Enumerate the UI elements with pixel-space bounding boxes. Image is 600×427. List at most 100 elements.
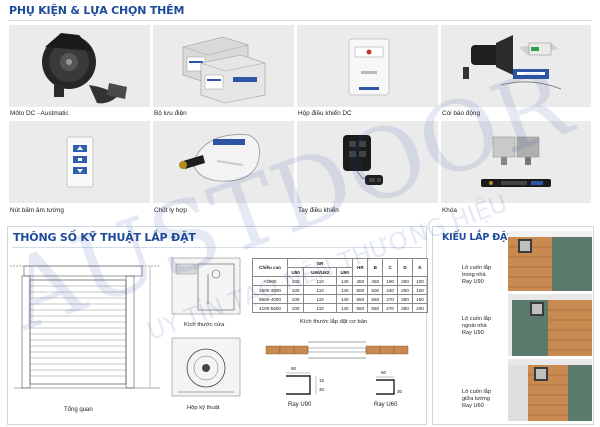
table-cell: 270 [382,294,399,304]
u60-dim-depth: 30 [397,389,403,394]
table-cell: 500 [367,285,384,295]
spec-header-height: Chiều cao [252,258,288,277]
caption-line: Lô cuốn lắp [462,389,491,395]
caption-line: Ray U90 [462,330,484,336]
table-cell: 200 [412,303,428,313]
table-cell: 260 [397,276,414,286]
tile-control-box[interactable] [297,25,438,107]
caption-dc-motor: Môto DC - Austmatic [10,110,69,117]
spec-header-c: C [382,258,399,277]
table-cell: 280 [397,294,414,304]
table-cell: <2500 [252,276,288,286]
table-cell: 3600-4000 [252,294,288,304]
tile-alarm[interactable] [441,25,591,107]
table-cell: 140 [336,294,354,304]
table-cell: 100 [412,285,428,295]
spec-header-u90: U90 [336,267,354,277]
overview-drawing [10,265,160,389]
rail-u90-profile [286,372,317,395]
table-cell: 140 [336,285,354,295]
caption-line: giữa tường [462,396,490,402]
accessories-divider [8,20,592,21]
table-cell: 2500-3500 [252,285,288,295]
table-cell: 500 [352,285,369,295]
dc-motor-icon [42,33,127,104]
tile-dc-motor[interactable] [9,25,150,107]
table-cell: 140 [336,276,354,286]
table-cell: 100 [286,294,305,304]
u90-caption: Ray U90 [288,402,312,408]
u90-dim-width: 90 [291,366,297,371]
caption-clutch-lock: Chốt ly hợp [154,207,187,214]
table-cell: 100 [286,303,305,313]
table-cell: 270 [382,303,399,313]
clutch-lock-icon [179,134,261,182]
door-size-drawing [171,257,241,315]
install-outside-drawing [508,294,592,356]
table-caption: Kích thước lắp đặt cơ bản [300,319,368,325]
rail-section-drawing [265,341,409,359]
table-cell: 190 [382,276,399,286]
tile-ups[interactable] [153,25,294,107]
table-cell: 4100-5500 [252,303,288,313]
spec-table: Chiều cao SR HR B C D K U50 U60/U62 U90 … [252,258,428,313]
table-cell: 110 [303,276,338,286]
overview-caption: Tổng quan [64,407,93,413]
table-cell: 550 [352,303,369,313]
install-midwall-drawing [508,359,592,421]
spec-header-sr: SR [286,258,354,268]
tile-lock[interactable] [441,121,591,203]
caption-line: Ray U60 [462,403,484,409]
spec-header-k: K [412,258,428,277]
table-cell: 550 [367,303,384,313]
caption-ups: Bộ lưu điện [154,110,187,117]
remote-control-icon [343,135,383,185]
table-cell: 550 [367,294,384,304]
specs-divider [12,247,422,248]
ups-box-icon [182,36,266,104]
caption-remote: Tay điều khiển [298,207,339,214]
alarm-siren-icon [463,35,562,90]
install-inside-caption: Lô cuốn lắp trong nhà Ray U90 [462,265,491,286]
spec-header-u60: U60/U62 [303,267,338,277]
table-cell: 110 [303,285,338,295]
u60-dim-width: 60 [381,370,387,375]
spec-header-u50: U50 [286,267,305,277]
caption-line: ngoài nhà [462,323,487,329]
u60-caption: Ray U60 [374,402,398,408]
tile-clutch-lock[interactable] [153,121,294,203]
lock-icon [481,136,551,187]
caption-control-box: Hộp điều khiển DC [298,110,352,117]
rail-u60-profile [376,376,395,395]
install-midwall-caption: Lô cuốn lắp giữa tường Ray U60 [462,389,491,410]
tile-remote[interactable] [297,121,438,203]
u90-dim-depth: 30 [319,387,325,392]
table-cell: 100 [412,276,428,286]
table-cell: 260 [397,285,414,295]
caption-line: Lô cuốn lắp [462,316,491,322]
accessories-title: PHỤ KIỆN & LỰA CHỌN THÊM [9,4,185,17]
table-cell: 280 [397,303,414,313]
caption-line: Lô cuốn lắp [462,265,491,271]
table-cell: 110 [303,294,338,304]
control-box-icon [348,38,390,96]
table-cell: 110 [303,303,338,313]
spec-header-d: D [397,258,414,277]
tech-box-drawing [171,337,241,397]
caption-alarm: Còi báo động [442,110,481,117]
table-cell: 240 [382,285,399,295]
table-cell: 100 [286,285,305,295]
table-cell: 550 [352,294,369,304]
door-size-caption: Kích thước cửa [184,322,225,328]
tile-wall-button[interactable] [9,121,150,203]
install-inside-drawing [508,231,592,291]
specs-title: THÔNG SỐ KỸ THUẬT LẮP ĐẶT [13,231,196,244]
caption-line: trong nhà [462,272,486,278]
caption-lock: Khóa [442,207,457,214]
tech-box-caption: Hộp kỹ thuật [187,405,220,411]
table-cell: 150 [412,294,428,304]
